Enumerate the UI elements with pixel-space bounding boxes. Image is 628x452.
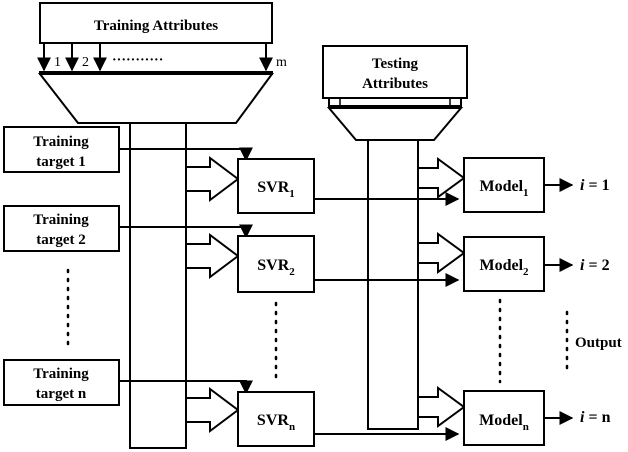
training-attributes-title: Training Attributes: [94, 18, 218, 34]
output-label-2: i = 2: [580, 257, 610, 274]
input-label-2: 2: [82, 55, 89, 70]
svr-n-box: [237, 391, 315, 447]
training-target-1-line1: Training: [33, 134, 89, 150]
model-1-label: Model1: [479, 178, 528, 199]
training-target-2-line1: Training: [33, 212, 89, 228]
target-n-arrow: [119, 380, 253, 395]
block-arrow-svr-2: [185, 233, 240, 279]
testing-attributes-line2: Attributes: [362, 76, 428, 92]
block-arrow-model-n: [417, 386, 466, 428]
testing-column: [367, 139, 419, 430]
output-title: Output: [575, 335, 622, 351]
output-label-1: i = 1: [580, 177, 610, 194]
testing-funnel: [326, 107, 464, 141]
svr-2-box: [237, 235, 315, 293]
input-label-m: m: [276, 55, 287, 70]
block-arrow-svr-1: [185, 156, 240, 202]
training-target-2: Training target 2: [3, 205, 120, 252]
svr-2-label: SVR2: [257, 257, 295, 278]
svr-n-label: SVRn: [257, 412, 295, 433]
svr-block-1: SVR1: [237, 158, 315, 214]
model-2-label: Model2: [479, 257, 529, 278]
model-2-box: [463, 236, 545, 292]
svr-block-2: SVR2: [237, 235, 315, 293]
block-arrow-svr-n: [185, 387, 240, 433]
testing-attributes-line1: Testing: [372, 56, 419, 72]
model-block-n: Modeln: [463, 390, 545, 446]
training-attributes-block: Training Attributes 1 2 ··········· m: [37, 2, 287, 124]
training-target-1: Training target 1: [3, 126, 120, 173]
svr-block-n: SVRn: [237, 391, 315, 447]
training-column: [129, 122, 187, 449]
block-arrow-model-2: [417, 232, 466, 274]
hopper-funnel: [37, 73, 274, 124]
training-target-n-box: [3, 359, 120, 406]
model-block-1: Model1: [463, 157, 545, 213]
training-attributes-box: [39, 2, 273, 44]
testing-attributes-box: [322, 45, 468, 99]
target-2-arrow: [119, 224, 253, 239]
block-arrow-model-1: [417, 157, 466, 199]
input-label-1: 1: [54, 55, 61, 70]
training-target-1-line2: target 1: [36, 154, 86, 170]
model-1-box: [463, 157, 545, 213]
testing-attributes-block: Testing Attributes: [322, 45, 468, 141]
output-label-n: i = n: [580, 409, 611, 426]
model-block-2: Model2: [463, 236, 545, 292]
training-target-2-line2: target 2: [36, 232, 86, 248]
svr-1-box: [237, 158, 315, 214]
model-n-label: Modeln: [479, 412, 529, 433]
target-1-arrow: [119, 147, 253, 162]
svr-1-label: SVR1: [257, 179, 295, 200]
training-target-n: Training target n: [3, 359, 120, 406]
input-ellipsis: ···········: [112, 53, 163, 68]
training-target-1-box: [3, 126, 120, 173]
training-target-n-line1: Training: [33, 366, 89, 382]
training-target-2-box: [3, 205, 120, 252]
training-target-n-line2: target n: [36, 386, 87, 402]
model-n-box: [463, 390, 545, 446]
testing-base: [328, 97, 462, 107]
